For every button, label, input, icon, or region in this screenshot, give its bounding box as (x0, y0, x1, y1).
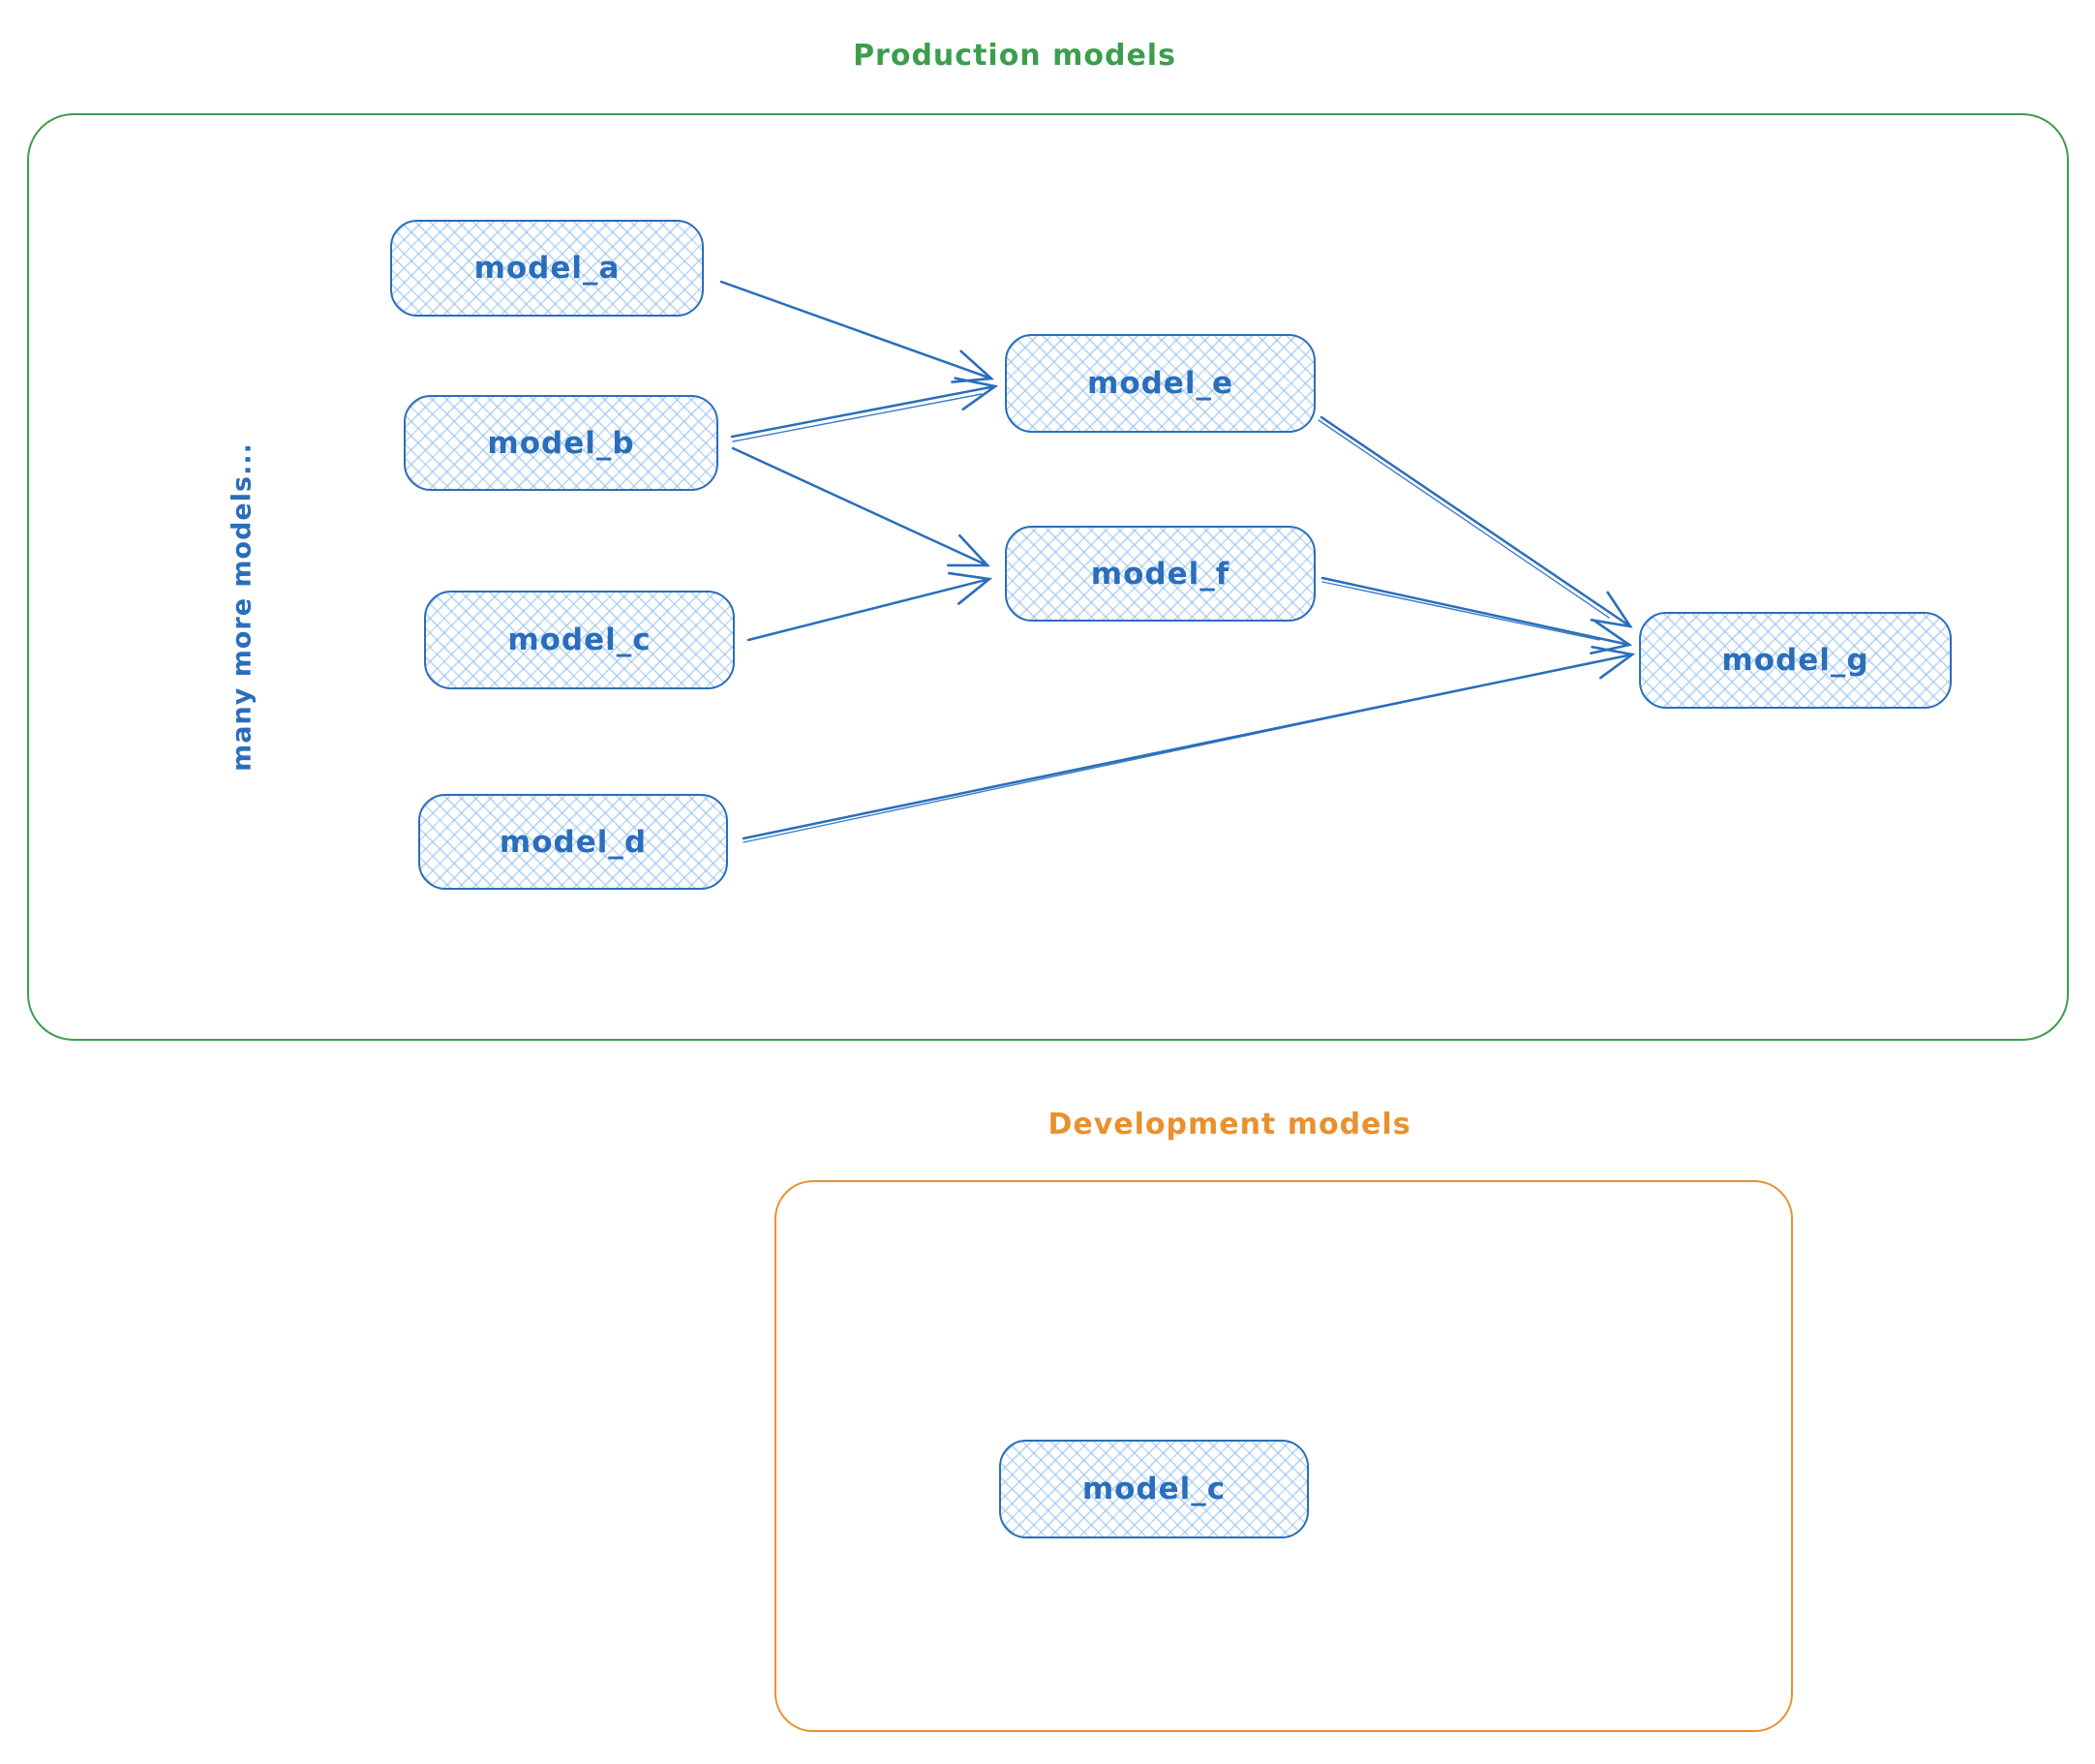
production-group-frame (27, 113, 2069, 1041)
node-model-a-label: model_a (473, 251, 621, 286)
node-model-c-dev: model_c (999, 1440, 1309, 1538)
node-model-f-label: model_f (1090, 556, 1230, 592)
node-model-g: model_g (1639, 612, 1952, 709)
production-group-title: Production models (853, 39, 1176, 73)
node-model-e: model_e (1005, 334, 1316, 433)
node-model-a: model_a (390, 220, 704, 317)
development-group-frame (774, 1180, 1793, 1732)
node-model-e-label: model_e (1087, 366, 1233, 401)
node-model-d-label: model_d (499, 824, 648, 860)
development-group-title: Development models (1048, 1108, 1412, 1141)
many-more-models-label: many more models... (227, 442, 258, 772)
node-model-b-label: model_b (487, 425, 635, 461)
node-model-d: model_d (418, 794, 728, 890)
node-model-g-label: model_g (1721, 643, 1869, 678)
node-model-f: model_f (1005, 526, 1316, 622)
node-model-c: model_c (424, 591, 735, 689)
node-model-c-dev-label: model_c (1081, 1472, 1227, 1506)
node-model-c-label: model_c (507, 623, 652, 657)
node-model-b: model_b (404, 395, 718, 491)
